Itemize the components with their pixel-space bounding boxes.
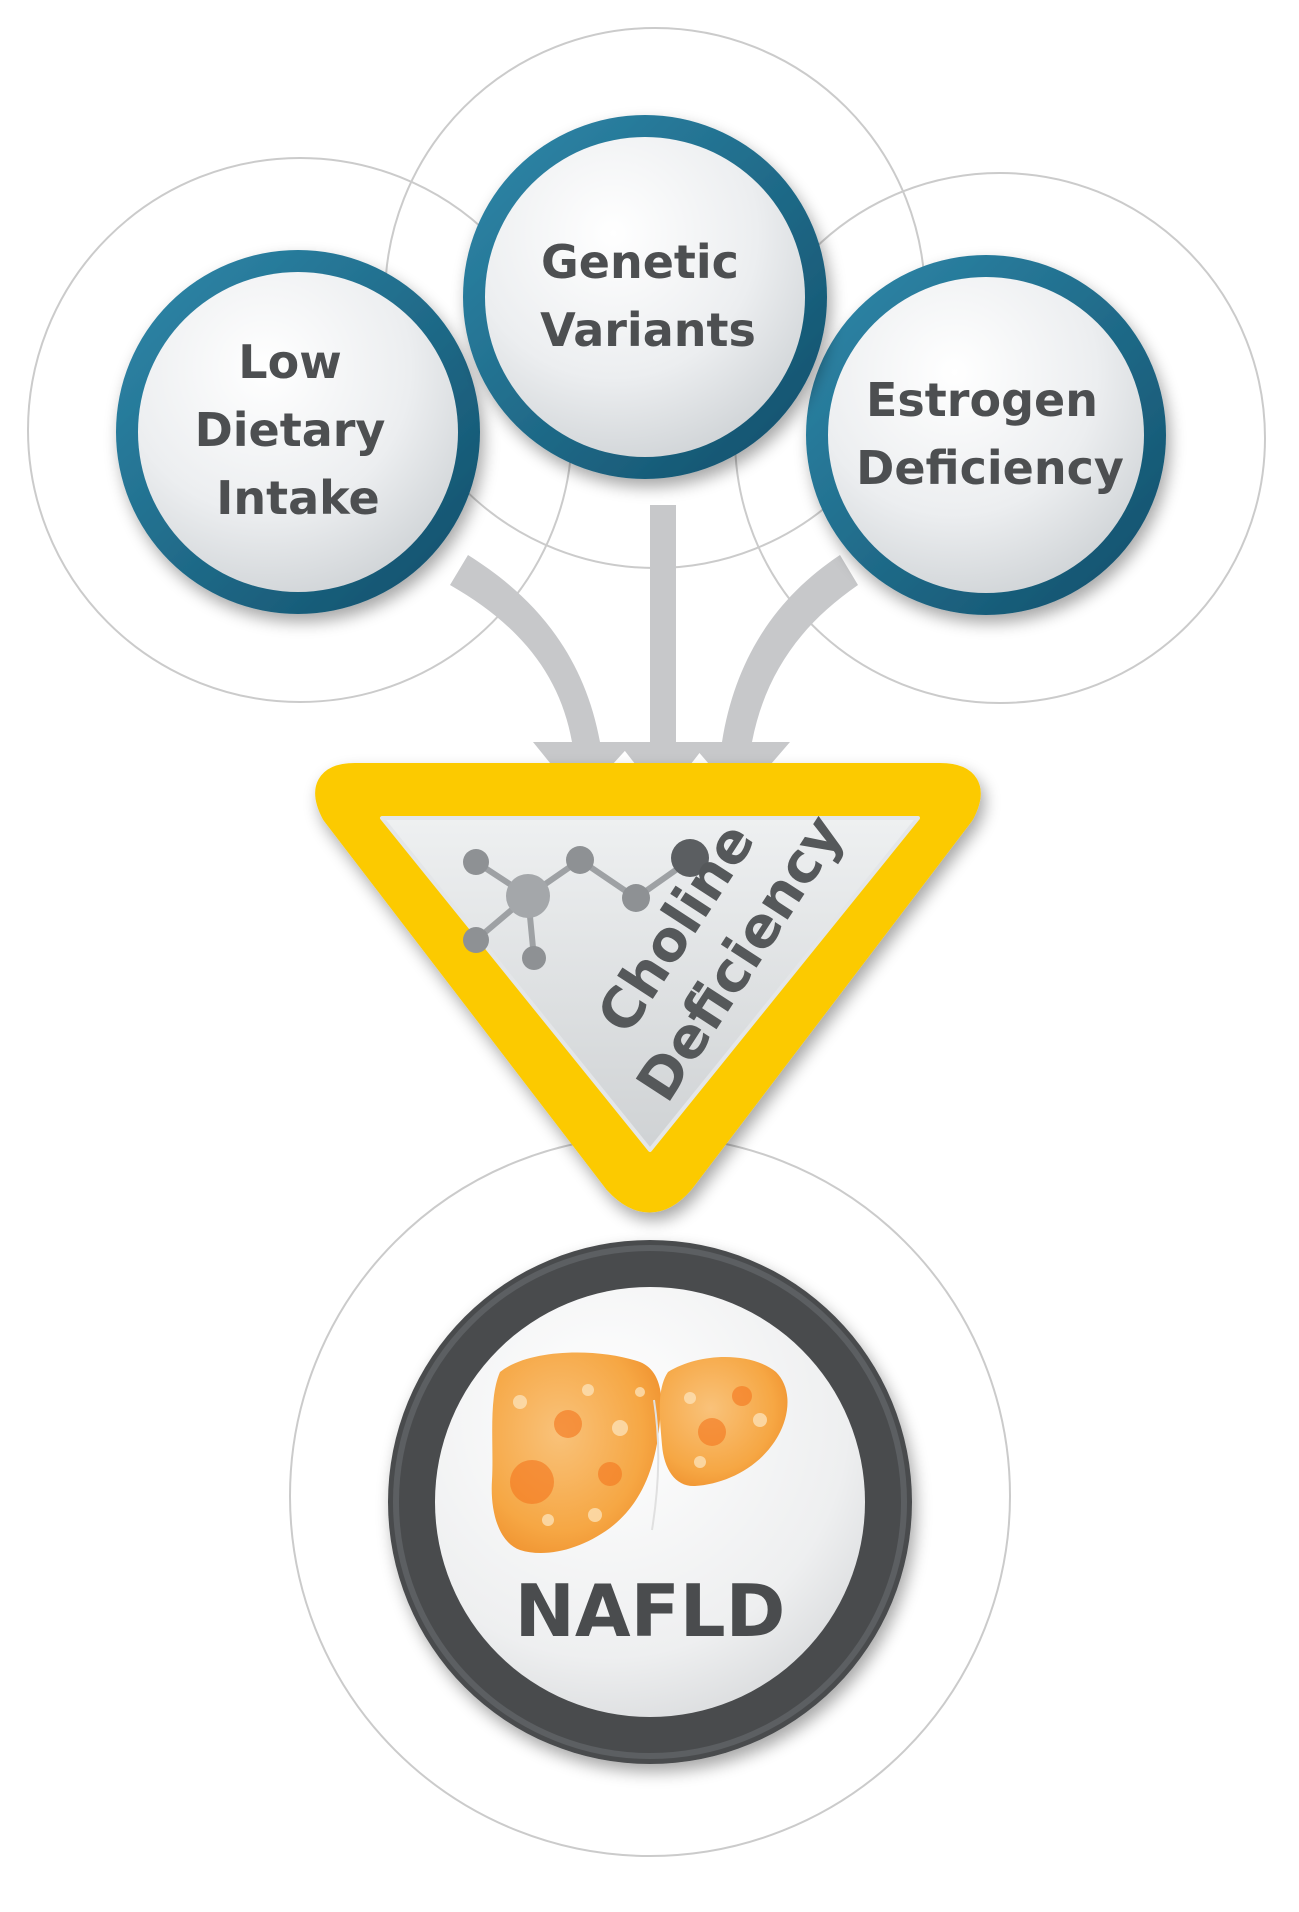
factor-right-line-2: Deficiency — [856, 441, 1124, 495]
factor-left-line-2: Dietary — [195, 403, 386, 457]
factor-right-line-1: Estrogen — [866, 373, 1098, 427]
factor-left-line-3: Intake — [216, 471, 379, 525]
outcome — [388, 1240, 912, 1764]
factor-left-line-1: Low — [238, 335, 341, 389]
arrow-left — [450, 555, 633, 800]
arrow-right — [690, 555, 858, 800]
factor-right-label: Estrogen Deficiency — [856, 373, 1124, 495]
converging-arrows — [450, 505, 858, 800]
factor-left — [116, 250, 480, 614]
factor-left-label: Low Dietary Intake — [195, 335, 402, 525]
factor-left-disc — [138, 272, 458, 592]
molecule-icon — [463, 839, 709, 970]
factor-center — [463, 115, 827, 479]
arrow-center — [618, 505, 708, 800]
liver-icon — [491, 1352, 788, 1554]
factor-center-label: Genetic Variants — [540, 235, 756, 357]
factor-center-disc — [485, 137, 805, 457]
outcome-label: NAFLD — [515, 1569, 786, 1653]
factor-right — [806, 255, 1166, 615]
factor-center-line-1: Genetic — [541, 235, 739, 289]
outcome-ring-highlight — [393, 1245, 907, 1759]
factor-center-line-2: Variants — [540, 303, 756, 357]
factor-right-disc — [828, 277, 1144, 593]
